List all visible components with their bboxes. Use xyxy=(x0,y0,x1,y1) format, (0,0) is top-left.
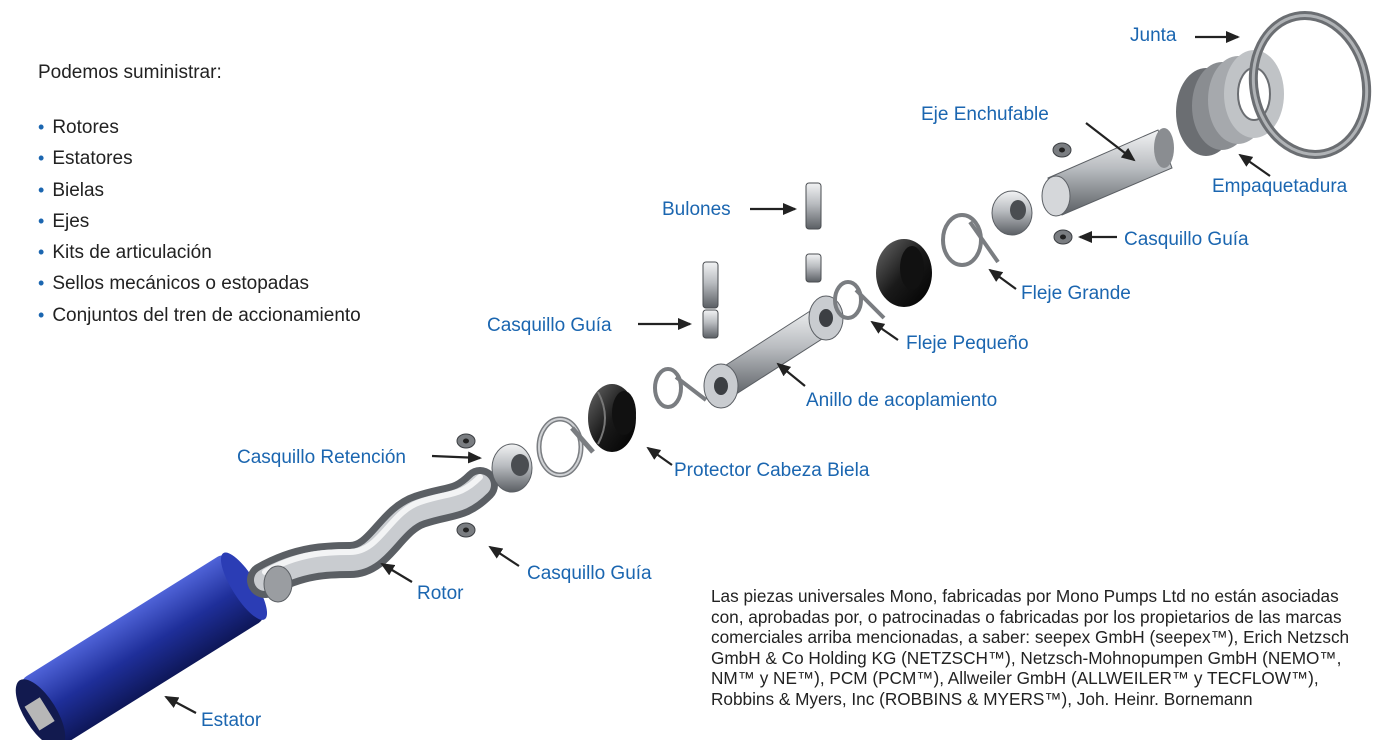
list-item-label: Sellos mecánicos o estopadas xyxy=(52,273,309,295)
arrow-fleje-pequeno xyxy=(870,320,899,341)
list-item-label: Estatores xyxy=(52,148,133,170)
label-casquillo-guia-low: Casquillo Guía xyxy=(527,563,652,584)
list-item: • Bielas xyxy=(38,175,361,206)
coupling-rod-part xyxy=(703,295,844,409)
list-item-label: Ejes xyxy=(52,210,90,232)
bullet-icon: • xyxy=(38,304,45,325)
label-anillo-acoplamiento: Anillo de acoplamiento xyxy=(806,390,997,411)
label-rotor: Rotor xyxy=(417,583,464,604)
gasket-part xyxy=(1248,11,1372,159)
disclaimer-text: Las piezas universales Mono, fabricadas … xyxy=(711,586,1350,709)
bullet-icon: • xyxy=(38,148,45,169)
intro-heading: Podemos suministrar: xyxy=(38,62,222,83)
label-protector-cabeza-biela: Protector Cabeza Biela xyxy=(674,460,870,481)
rotor-part xyxy=(247,467,498,603)
arrow-estator xyxy=(164,696,197,714)
packing-part xyxy=(1176,50,1284,156)
label-fleje-grande: Fleje Grande xyxy=(1021,283,1131,304)
arrow-casquillo-guia-low xyxy=(488,545,520,567)
list-item: • Ejes xyxy=(38,206,361,237)
arrow-casquillo-retencion xyxy=(431,451,482,464)
pins-part xyxy=(702,182,822,339)
arrow-eje-enchufable xyxy=(1085,122,1136,162)
label-casquillo-guia-right: Casquillo Guía xyxy=(1124,229,1249,250)
list-item-label: Kits de articulación xyxy=(52,242,212,264)
stator-part xyxy=(15,552,268,740)
arrow-anillo xyxy=(776,362,806,387)
left-clip-ring-part xyxy=(536,416,595,478)
label-eje-enchufable: Eje Enchufable xyxy=(921,104,1049,125)
label-junta: Junta xyxy=(1130,25,1177,46)
plug-in-shaft-part xyxy=(1041,128,1174,217)
bullet-icon: • xyxy=(38,242,45,263)
bullet-icon: • xyxy=(38,273,45,294)
small-band-part xyxy=(833,280,886,320)
bullet-icon: • xyxy=(38,210,45,231)
label-estator: Estator xyxy=(201,710,262,731)
joint-protector-part xyxy=(588,384,636,452)
label-bulones: Bulones xyxy=(662,199,731,220)
label-casquillo-guia-mid: Casquillo Guía xyxy=(487,315,612,336)
list-item: • Sellos mecánicos o estopadas xyxy=(38,268,361,299)
list-item-label: Rotores xyxy=(52,117,119,138)
bullet-icon: • xyxy=(38,179,45,200)
leader-arrows xyxy=(164,31,1271,714)
large-band-part xyxy=(941,213,1000,267)
label-casquillo-retencion: Casquillo Retención xyxy=(237,447,406,468)
supply-list: • Rotores • Estatores • Bielas • Ejes • Kits … xyxy=(38,112,361,331)
guide-bushing-upper-part xyxy=(1052,142,1073,245)
small-clip-ring-part xyxy=(653,367,708,409)
arrow-rotor xyxy=(380,562,413,583)
list-item: • Kits de articulación xyxy=(38,237,361,268)
list-item: • Rotores xyxy=(38,112,361,143)
list-item: • Estatores xyxy=(38,143,361,174)
joint-protector-upper-part xyxy=(876,239,932,307)
arrow-empaquetadura xyxy=(1238,153,1271,177)
arrow-fleje-grande xyxy=(988,268,1017,290)
list-item-label: Conjuntos del tren de accionamiento xyxy=(52,304,361,326)
list-item: • Conjuntos del tren de accionamiento xyxy=(38,300,361,331)
bullet-icon: • xyxy=(38,117,45,137)
retention-bushing-upper-part xyxy=(991,190,1033,236)
label-fleje-pequeno: Fleje Pequeño xyxy=(906,333,1029,354)
retention-bushing-part xyxy=(456,433,533,538)
list-item-label: Bielas xyxy=(52,179,105,201)
label-empaquetadura: Empaquetadura xyxy=(1212,176,1348,197)
arrow-protector xyxy=(646,446,673,466)
